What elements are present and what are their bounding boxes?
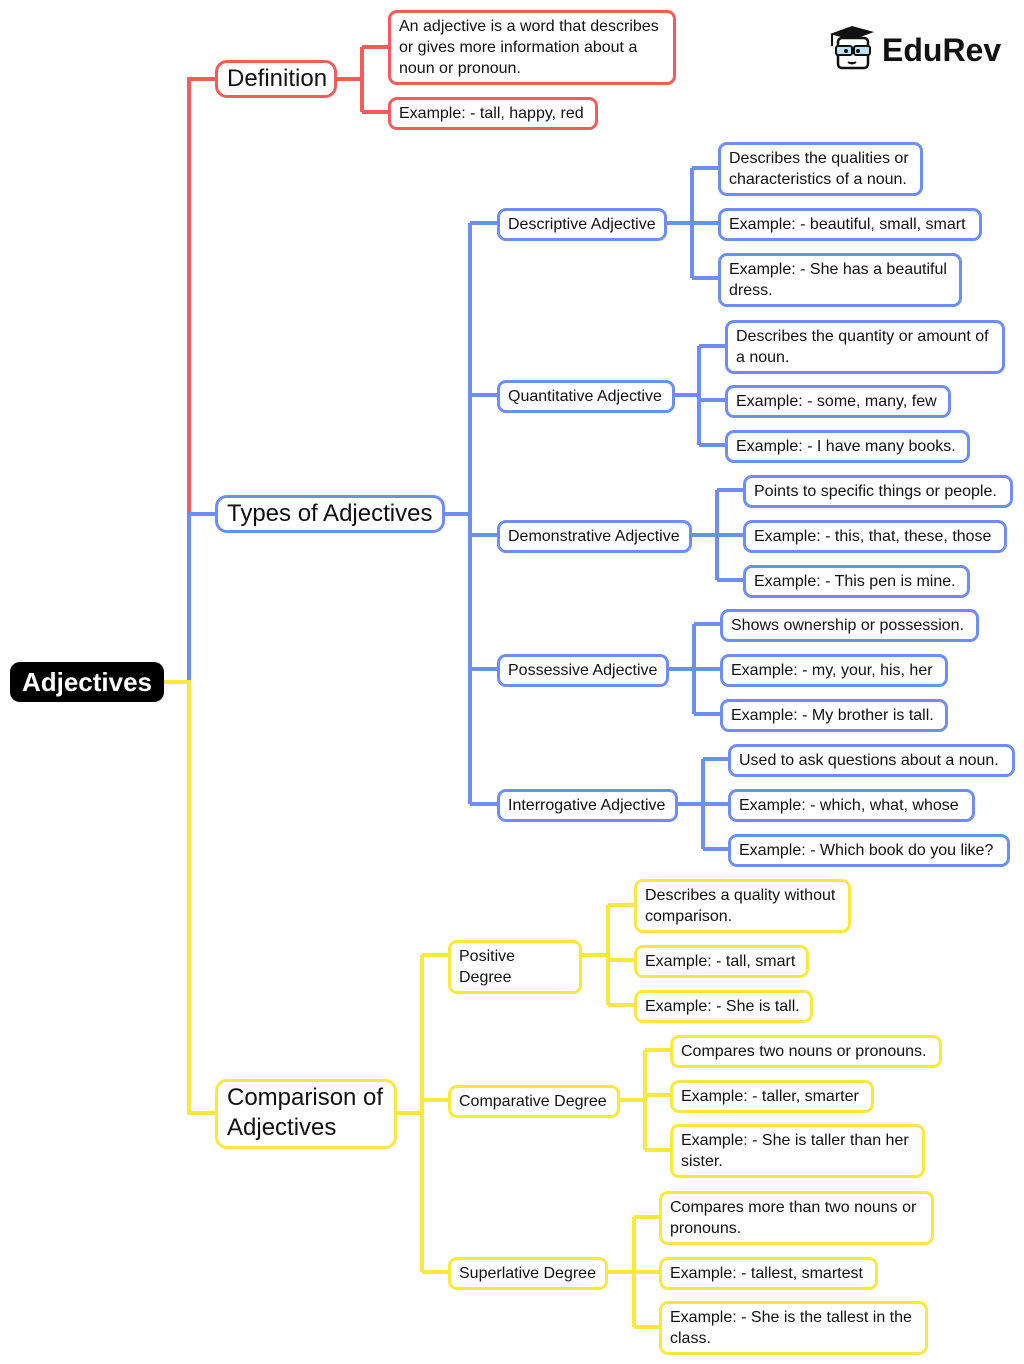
interrogative-node: Interrogative Adjective <box>497 789 678 822</box>
definition-text: An adjective is a word that describes or… <box>388 10 676 85</box>
leaf-node: Example: - She has a beautiful dress. <box>718 253 962 307</box>
graduation-cap-mascot-icon <box>824 24 876 77</box>
definition-node: Definition <box>215 60 337 98</box>
edurev-logo: EduRev <box>824 24 1001 77</box>
leaf-node: Example: - this, that, these, those <box>743 520 1007 553</box>
possessive-node: Possessive Adjective <box>497 654 669 687</box>
leaf-node: Describes the quantity or amount of a no… <box>725 320 1005 374</box>
leaf-node: Compares more than two nouns or pronouns… <box>659 1191 934 1245</box>
leaf-node: Example: - She is taller than her sister… <box>670 1124 925 1178</box>
leaf-node: Example: - Which book do you like? <box>728 834 1010 867</box>
root-node: Adjectives <box>10 662 164 702</box>
brand-name: EduRev <box>882 32 1002 68</box>
leaf-node: Example: - some, many, few <box>725 385 951 418</box>
leaf-node: Example: - beautiful, small, smart <box>718 208 982 241</box>
leaf-node: Points to specific things or people. <box>743 475 1013 508</box>
leaf-node: Example: - taller, smarter <box>670 1080 874 1113</box>
leaf-node: Example: - My brother is tall. <box>720 699 948 732</box>
comparative-degree-node: Comparative Degree <box>448 1085 620 1118</box>
definition-example: Example: - tall, happy, red <box>388 97 598 130</box>
leaf-node: Example: - She is the tallest in the cla… <box>659 1301 928 1355</box>
superlative-degree-node: Superlative Degree <box>448 1257 608 1290</box>
leaf-node: Example: - This pen is mine. <box>743 565 970 598</box>
leaf-node: Compares two nouns or pronouns. <box>670 1035 942 1068</box>
leaf-node: Example: - tall, smart <box>634 945 809 978</box>
leaf-node: Example: - my, your, his, her <box>720 654 948 687</box>
leaf-node: Shows ownership or possession. <box>720 609 979 642</box>
descriptive-node: Descriptive Adjective <box>497 208 667 241</box>
comparison-node: Comparison of Adjectives <box>215 1079 397 1149</box>
leaf-node: Describes the qualities or characteristi… <box>718 142 923 196</box>
leaf-node: Used to ask questions about a noun. <box>728 744 1015 777</box>
demonstrative-node: Demonstrative Adjective <box>497 520 692 553</box>
types-node: Types of Adjectives <box>215 495 445 533</box>
leaf-node: Example: - which, what, whose <box>728 789 975 822</box>
positive-degree-node: Positive Degree <box>448 940 582 994</box>
leaf-node: Example: - tallest, smartest <box>659 1257 878 1290</box>
leaf-node: Example: - She is tall. <box>634 990 813 1023</box>
leaf-node: Example: - I have many books. <box>725 430 970 463</box>
leaf-node: Describes a quality without comparison. <box>634 879 851 933</box>
quantitative-node: Quantitative Adjective <box>497 380 675 413</box>
